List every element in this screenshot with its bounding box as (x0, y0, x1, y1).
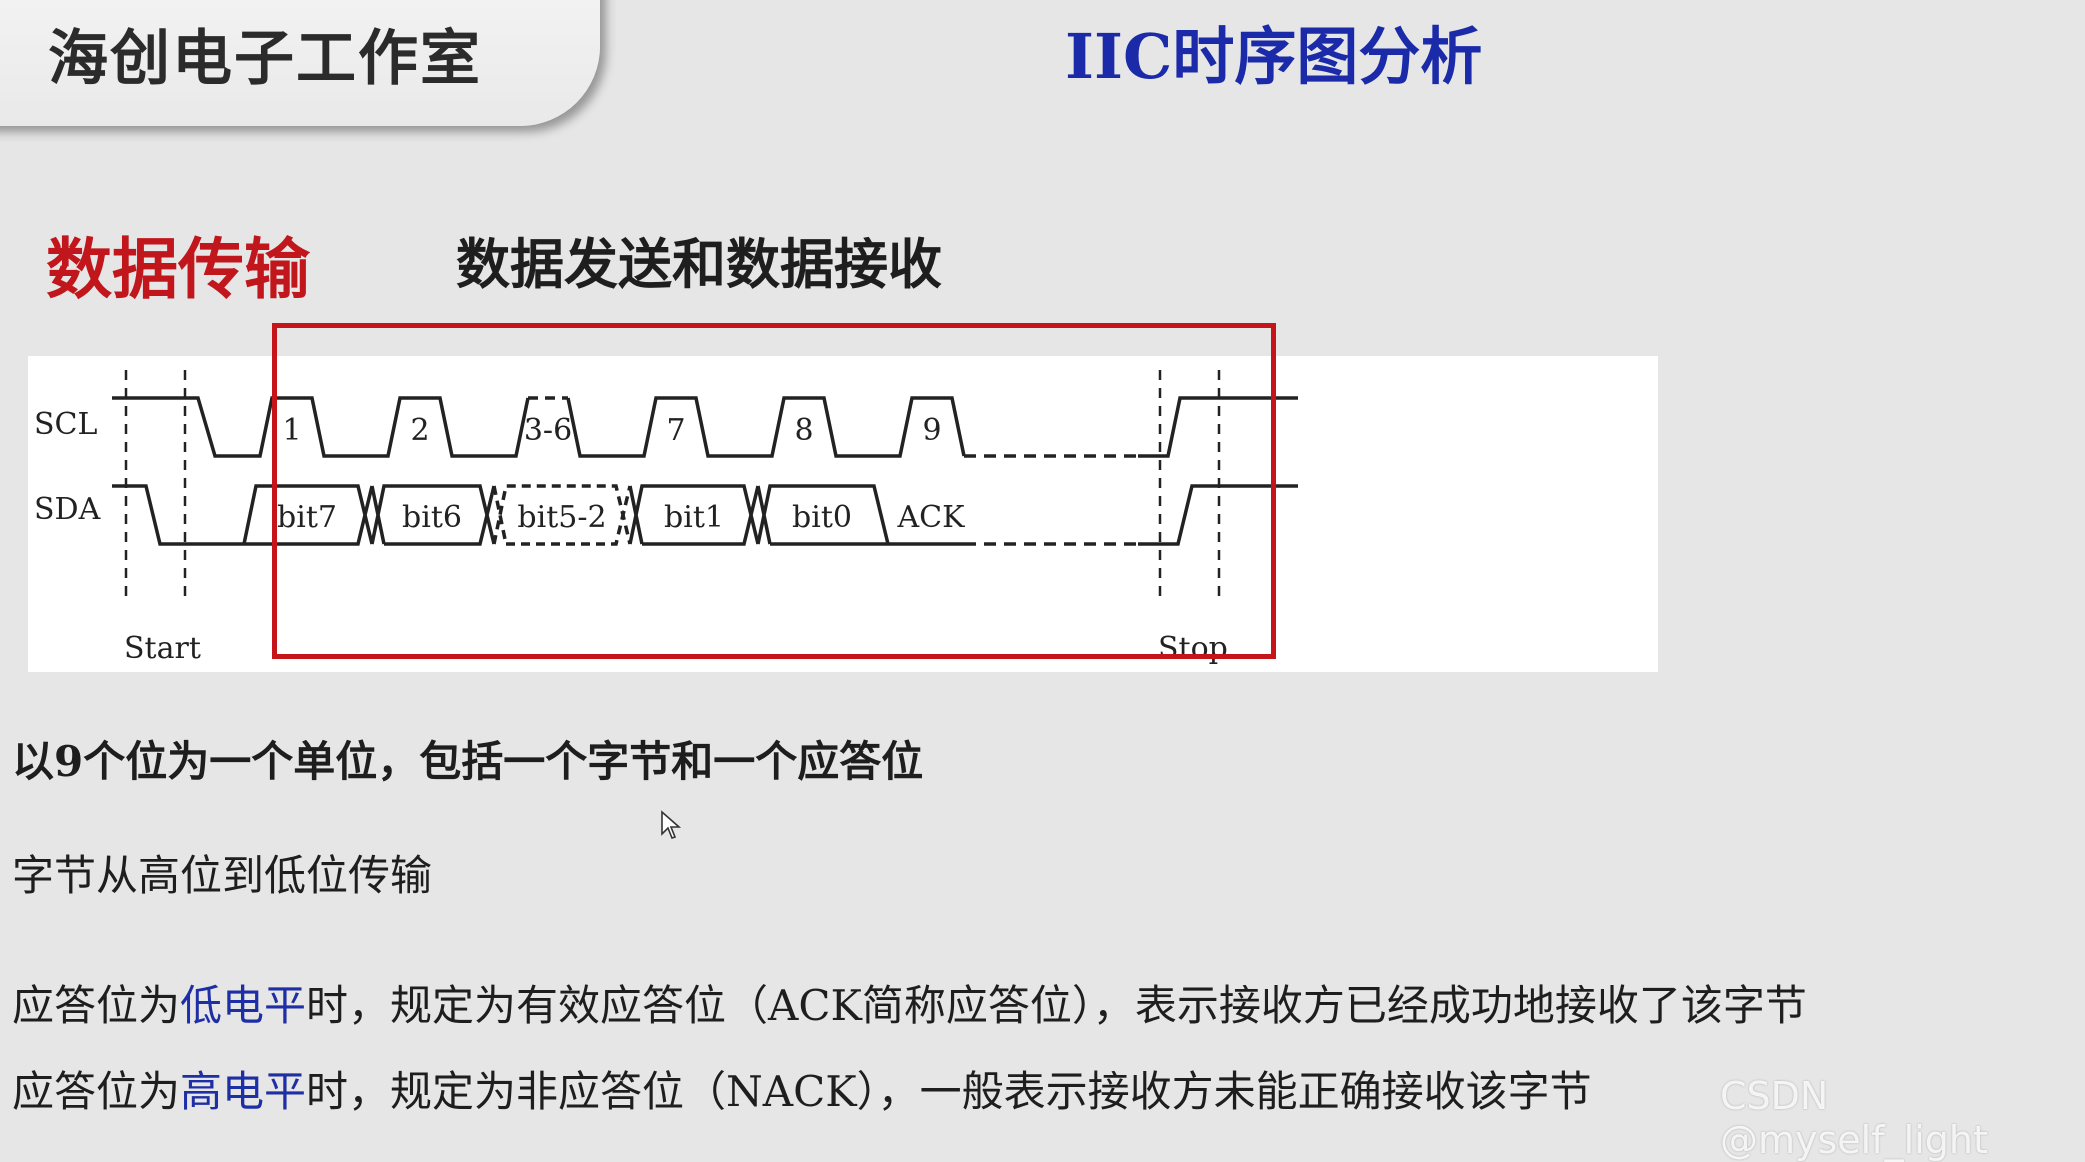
sda-bytes (200, 484, 496, 546)
header-tab (0, 0, 600, 126)
clock-label-8: 8 (794, 413, 813, 448)
sda-bits-low (628, 484, 964, 546)
data-label-bit1: bit1 (664, 500, 724, 535)
data-label-bit0: bit0 (792, 500, 852, 535)
line3-prefix: 应答位为 (12, 981, 181, 1030)
sda-stop (1138, 484, 1298, 546)
clock-label-3-6: 3-6 (524, 413, 572, 448)
line4-suffix: 时，规定为非应答位（NACK），一般表示接收方未能正确接收该字节 (306, 1067, 1592, 1116)
clock-label-7: 7 (666, 413, 685, 448)
scl-label: SCL (34, 407, 98, 442)
sda-bit5-2-dashed (492, 484, 632, 546)
mouse-cursor-icon (661, 810, 682, 839)
section-subtitle: 数据发送和数据接收 (456, 232, 942, 296)
watermark: CSDN @myself_light (1720, 1074, 1988, 1162)
sda-label: SDA (34, 492, 101, 527)
line4-prefix: 应答位为 (12, 1067, 181, 1116)
line4-emphasis: 高电平 (180, 1067, 307, 1116)
text-line-2: 字节从高位到低位传输 (12, 851, 433, 900)
studio-name: 海创电子工作室 (48, 24, 482, 94)
clock-label-9: 9 (922, 413, 941, 448)
data-label-bit5-2: bit5-2 (517, 500, 606, 535)
clock-label-1: 1 (282, 413, 301, 448)
data-label-ack: ACK (896, 500, 965, 535)
timing-diagram-panel: SCL SDA 1 2 3-6 7 8 9 bit7 bit6 bit5-2 b… (28, 356, 1658, 672)
line3-emphasis: 低电平 (180, 981, 307, 1030)
text-line-4: 应答位为高电平时，规定为非应答位（NACK），一般表示接收方未能正确接收该字节 (12, 1058, 1592, 1119)
clock-label-2: 2 (410, 413, 429, 448)
text-line-1: 以9个位为一个单位，包括一个字节和一个应答位 (12, 737, 924, 786)
stop-label: Stop (1158, 631, 1228, 666)
sda-start (112, 484, 200, 546)
text-line-3: 应答位为低电平时，规定为有效应答位（ACK简称应答位），表示接收方已经成功地接收… (12, 972, 1807, 1033)
data-label-bit7: bit7 (277, 500, 337, 535)
highlight-box (272, 323, 1276, 659)
start-label: Start (124, 631, 201, 666)
iic-timing-diagram: SCL SDA 1 2 3-6 7 8 9 bit7 bit6 bit5-2 b… (34, 370, 1298, 666)
section-title: 数据传输 (46, 230, 310, 308)
data-label-bit6: bit6 (402, 500, 462, 535)
scl-waveform (112, 396, 966, 458)
page-title: IIC时序图分析 (1065, 20, 1483, 93)
line3-suffix: 时，规定为有效应答位（ACK简称应答位），表示接收方已经成功地接收了该字节 (306, 981, 1807, 1030)
scl-stop (1138, 396, 1298, 458)
